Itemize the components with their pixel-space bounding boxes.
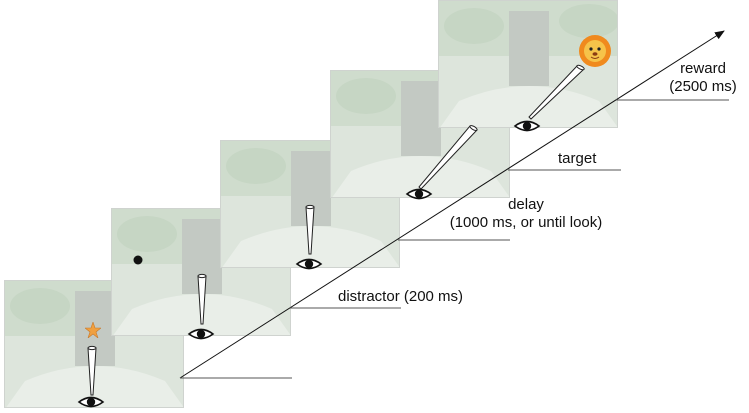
trial-frame-reward	[438, 0, 618, 128]
delay-phase-label: delay (1000 ms, or until look)	[436, 196, 616, 231]
eye-icon	[295, 258, 323, 270]
gaze-beam	[528, 64, 585, 120]
eye-icon	[405, 188, 433, 200]
gaze-beam	[197, 273, 207, 325]
target-phase-label: target	[558, 150, 597, 167]
gaze-beam	[305, 204, 315, 255]
eye-icon	[187, 328, 215, 340]
distractor-phase-label: distractor (200 ms)	[338, 288, 464, 305]
eye-icon	[77, 396, 105, 408]
gaze-beam	[418, 125, 478, 190]
reward-phase-label: reward (2500 ms)	[662, 60, 744, 95]
delay-phase-title: delay	[508, 196, 544, 213]
gaze-beam	[87, 345, 97, 396]
reward-phase-duration: (2500 ms)	[669, 78, 737, 95]
time-axis-arrow	[179, 30, 725, 379]
eye-icon	[513, 120, 541, 132]
delay-phase-duration: (1000 ms, or until look)	[449, 214, 603, 231]
reward-phase-title: reward	[680, 60, 726, 77]
jungle-scene-background	[439, 1, 617, 127]
